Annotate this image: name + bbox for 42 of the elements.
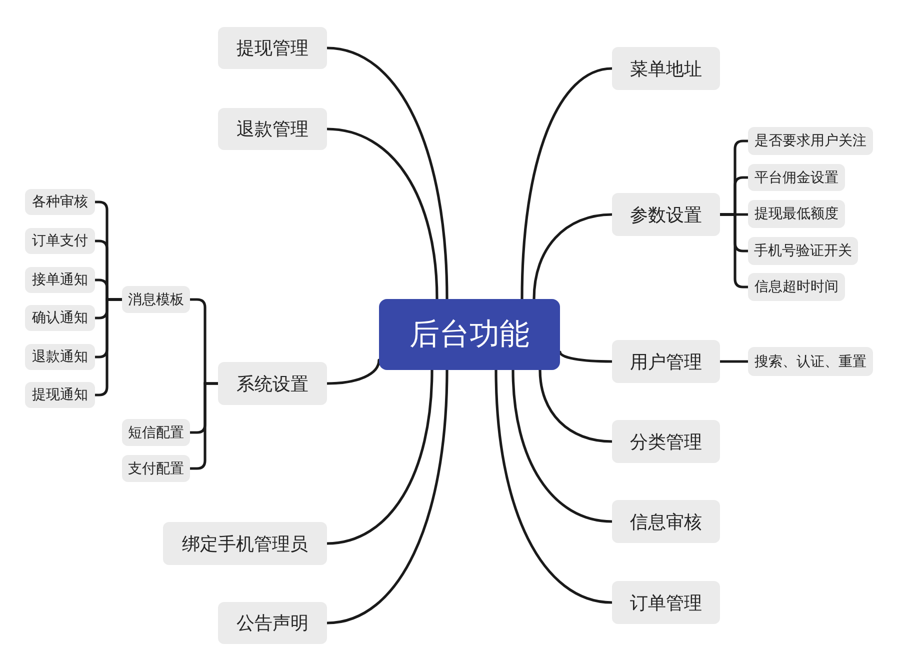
subtopic-box: 平台佣金设置 [748, 164, 845, 191]
subtopic-box: 手机号验证开关 [748, 237, 858, 265]
subtopic-box: 订单支付 [25, 228, 95, 254]
subtopic-box: 接单通知 [25, 267, 95, 293]
subtopic-box: 是否要求用户关注 [748, 127, 873, 155]
topic-box: 用户管理 [612, 340, 720, 383]
subtopic-box: 确认通知 [25, 305, 95, 331]
branch-line [188, 382, 220, 470]
subtopic-box: 提现通知 [25, 382, 95, 408]
topic-box: 公告声明 [218, 602, 327, 644]
branch-line [718, 360, 750, 363]
central-topic: 后台功能 [379, 299, 560, 370]
branch-line [494, 368, 614, 604]
branch-line [532, 213, 614, 300]
topic-box: 订单管理 [612, 581, 720, 624]
subtopic-box: 各种审核 [25, 189, 95, 215]
topic-box: 菜单地址 [612, 47, 720, 90]
branch-line [326, 368, 434, 545]
branch-line [538, 368, 614, 443]
branch-line [326, 368, 448, 624]
branch-line [326, 128, 438, 300]
branch-line [520, 67, 614, 300]
branch-line [558, 350, 614, 363]
topic-box: 提现管理 [218, 27, 327, 69]
subtopic-box: 搜索、认证、重置 [748, 347, 873, 376]
branch-line [326, 46, 448, 300]
branch-line [326, 358, 380, 385]
subtopic-box: 支付配置 [122, 455, 190, 482]
branch-line [718, 213, 750, 288]
topic-box: 分类管理 [612, 420, 720, 463]
topic-box: 信息审核 [612, 500, 720, 543]
subtopic-box: 信息超时时间 [748, 273, 845, 301]
topic-box: 系统设置 [218, 362, 327, 405]
topic-box: 退款管理 [218, 108, 327, 150]
branch-line [512, 368, 614, 523]
subtopic-box: 提现最低额度 [748, 200, 845, 228]
subtopic-box: 消息模板 [122, 286, 190, 313]
subtopic-box: 退款通知 [25, 344, 95, 370]
branch-line [94, 298, 124, 396]
topic-box: 绑定手机管理员 [163, 522, 327, 565]
topic-box: 参数设置 [612, 193, 720, 236]
subtopic-box: 短信配置 [122, 419, 190, 446]
